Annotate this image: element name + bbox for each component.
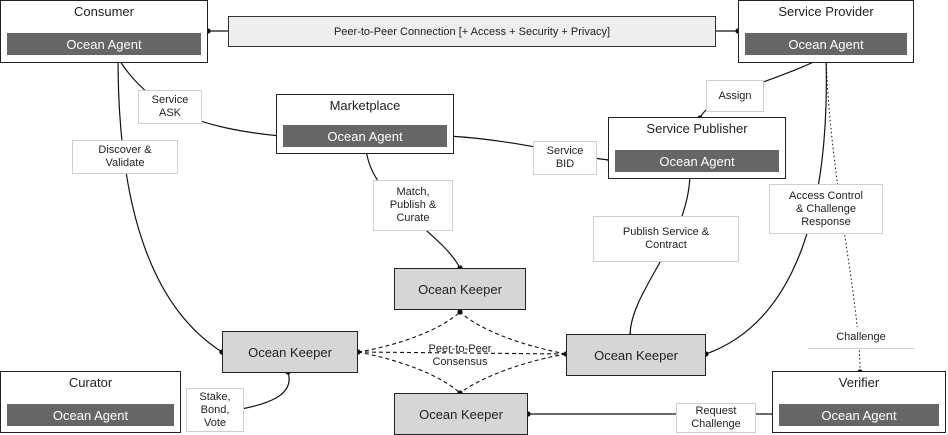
consumer-node: Consumer Ocean Agent (0, 0, 208, 63)
service-publisher-agent: Ocean Agent (615, 150, 779, 172)
challenge-label: Challenge (808, 327, 914, 349)
service-provider-agent: Ocean Agent (745, 33, 907, 55)
keeper-left: Ocean Keeper (222, 331, 358, 373)
p2p-connection-label: Peer-to-Peer Connection [+ Access + Secu… (228, 16, 716, 47)
curator-node: Curator Ocean Agent (0, 371, 181, 433)
service-ask-label: Service ASK (138, 90, 202, 124)
verifier-agent: Ocean Agent (779, 404, 939, 426)
verifier-node: Verifier Ocean Agent (772, 371, 946, 433)
keeper-bottom: Ocean Keeper (394, 393, 528, 435)
service-bid-label: Service BID (533, 141, 597, 175)
marketplace-agent: Ocean Agent (283, 125, 447, 147)
marketplace-title: Marketplace (329, 98, 401, 113)
curator-title: Curator (68, 375, 113, 390)
keeper-right: Ocean Keeper (566, 334, 706, 376)
service-provider-node: Service Provider Ocean Agent (738, 0, 914, 63)
peer-consensus-label: Peer-to-Peer Consensus (428, 343, 492, 368)
service-provider-title: Service Provider (778, 4, 874, 19)
curator-agent: Ocean Agent (7, 404, 174, 426)
stake-bond-vote-label: Stake, Bond, Vote (186, 388, 244, 432)
consumer-title: Consumer (74, 4, 134, 19)
keeper-top: Ocean Keeper (394, 268, 526, 310)
verifier-title: Verifier (838, 375, 880, 390)
access-control-label: Access Control & Challenge Response (769, 184, 883, 234)
assign-label: Assign (706, 80, 764, 112)
request-challenge-label: Request Challenge (676, 403, 756, 433)
service-publisher-node: Service Publisher Ocean Agent (608, 117, 786, 179)
marketplace-node: Marketplace Ocean Agent (276, 94, 454, 154)
discover-validate-label: Discover & Validate (72, 140, 178, 174)
match-publish-curate-label: Match, Publish & Curate (373, 180, 453, 231)
publish-service-contract-label: Publish Service & Contract (593, 216, 739, 262)
service-publisher-title: Service Publisher (646, 121, 748, 136)
consumer-agent: Ocean Agent (7, 33, 201, 55)
